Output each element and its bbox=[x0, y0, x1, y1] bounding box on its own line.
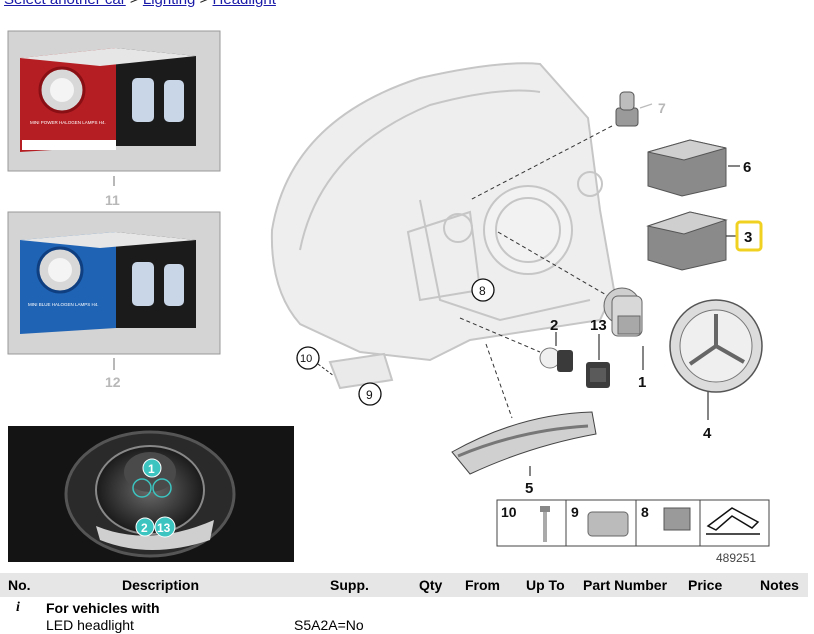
callout-11[interactable]: 11 bbox=[105, 192, 120, 208]
parts-diagram: MINI POWER HALOGEN LAMPS H4. 11 MINI BLU… bbox=[7, 30, 770, 565]
col-qty[interactable]: Qty bbox=[419, 577, 443, 593]
callout-3-highlight[interactable]: 3 bbox=[735, 220, 763, 252]
part-3-image bbox=[646, 211, 728, 271]
small-parts-legend: 10 9 8 bbox=[496, 499, 770, 547]
col-notes[interactable]: Notes bbox=[760, 577, 799, 593]
leader-lines bbox=[459, 125, 613, 419]
col-supp[interactable]: Supp. bbox=[330, 577, 369, 593]
headlight-inset-photo bbox=[8, 426, 294, 562]
col-from[interactable]: From bbox=[465, 577, 500, 593]
part-4-image bbox=[669, 299, 763, 393]
breadcrumb-link-lighting[interactable]: Lighting bbox=[143, 0, 196, 8]
inset-callout-13[interactable]: 13 bbox=[154, 516, 176, 538]
diagram-number: 489251 bbox=[716, 551, 756, 565]
callout-2[interactable]: 2 bbox=[550, 317, 558, 334]
callout-9-circle[interactable]: 9 bbox=[358, 382, 382, 406]
inset-callout-label: 13 bbox=[157, 521, 171, 535]
product-box-label: MINI POWER HALOGEN LAMPS H4. bbox=[30, 120, 106, 125]
callout-12[interactable]: 12 bbox=[105, 374, 121, 390]
info-row-title: For vehicles with bbox=[46, 600, 160, 616]
breadcrumb-link-headlight[interactable]: Headlight bbox=[213, 0, 276, 8]
col-price[interactable]: Price bbox=[688, 577, 723, 593]
table-row-info: i For vehicles with LED headlight S5A2A=… bbox=[0, 598, 814, 634]
breadcrumb-separator: > bbox=[130, 0, 139, 8]
part-2-image bbox=[539, 347, 573, 372]
info-row-supp: S5A2A=No bbox=[294, 617, 364, 633]
product-image-12[interactable]: MINI BLUE HALOGEN LAMPS H4. bbox=[7, 211, 221, 355]
callout-3: 3 bbox=[744, 229, 752, 246]
info-icon: i bbox=[16, 600, 20, 615]
inset-callout-label: 2 bbox=[141, 521, 148, 535]
legend-label-8: 8 bbox=[641, 504, 649, 520]
callout-9: 9 bbox=[366, 388, 373, 402]
product-box-label: MINI BLUE HALOGEN LAMPS H4. bbox=[28, 302, 99, 307]
led-marker bbox=[152, 478, 172, 498]
breadcrumb: Select another car > Lighting > Headligh… bbox=[4, 0, 276, 8]
callout-8: 8 bbox=[479, 284, 486, 298]
info-row-subtitle: LED headlight bbox=[46, 617, 134, 633]
callout-10-circle[interactable]: 10 bbox=[296, 346, 320, 370]
col-description[interactable]: Description bbox=[122, 577, 200, 593]
part-7-image bbox=[615, 91, 639, 127]
col-no[interactable]: No. bbox=[8, 577, 31, 593]
callout-6[interactable]: 6 bbox=[743, 159, 751, 176]
headlight-housing bbox=[270, 62, 616, 390]
breadcrumb-link-select-car[interactable]: Select another car bbox=[4, 0, 126, 8]
callout-4[interactable]: 4 bbox=[703, 425, 712, 442]
product-image-11[interactable]: MINI POWER HALOGEN LAMPS H4. bbox=[7, 30, 221, 172]
callout-13[interactable]: 13 bbox=[590, 317, 607, 334]
legend-label-9: 9 bbox=[571, 504, 579, 520]
part-5-image bbox=[451, 411, 597, 475]
callout-7[interactable]: 7 bbox=[658, 100, 666, 116]
breadcrumb-separator: > bbox=[200, 0, 209, 8]
inset-callout-2[interactable]: 2 bbox=[135, 517, 155, 537]
inset-callout-1[interactable]: 1 bbox=[142, 458, 162, 478]
parts-table-header: No. Description Supp. Qty From Up To Par… bbox=[0, 573, 808, 597]
callout-8-circle[interactable]: 8 bbox=[471, 278, 495, 302]
led-marker bbox=[132, 478, 152, 498]
callout-1[interactable]: 1 bbox=[638, 374, 646, 391]
part-13-image bbox=[586, 362, 610, 388]
col-part-number[interactable]: Part Number bbox=[583, 577, 668, 593]
part-6-image bbox=[647, 139, 727, 197]
col-upto[interactable]: Up To bbox=[526, 577, 565, 593]
callout-5[interactable]: 5 bbox=[525, 480, 533, 497]
callout-10: 10 bbox=[300, 353, 312, 365]
inset-callout-label: 1 bbox=[148, 462, 155, 476]
part-1-image bbox=[603, 287, 643, 337]
legend-label-10: 10 bbox=[501, 504, 517, 520]
